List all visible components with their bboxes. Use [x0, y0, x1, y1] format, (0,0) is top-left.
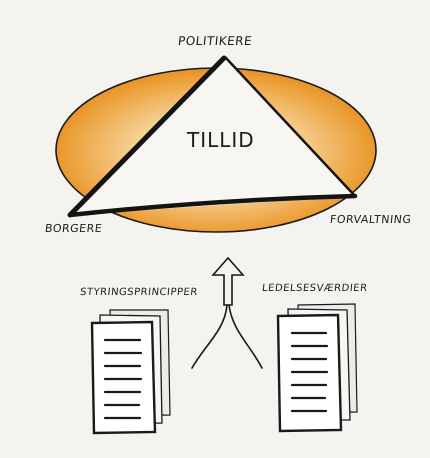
label-styringsprincipper: STYRINGSPRINCIPPER: [79, 287, 199, 298]
document-stack-left: [90, 309, 171, 435]
label-tillid: TILLID: [187, 128, 255, 152]
triangle-fill: [70, 58, 355, 215]
triangle-edge-bottom: [67, 193, 358, 218]
triangle-edge-right: [224, 56, 357, 198]
label-ledelsesvaerdier: LEDELSESVÆRDIER: [261, 283, 369, 294]
triangle-edge-left: [67, 55, 227, 218]
up-arrow: [191, 256, 263, 369]
label-borgere: BORGERE: [44, 222, 103, 235]
document-stack-right: [276, 303, 358, 433]
label-politikere: POLITIKERE: [177, 34, 253, 48]
label-forvaltning: FORVALTNING: [329, 213, 413, 226]
